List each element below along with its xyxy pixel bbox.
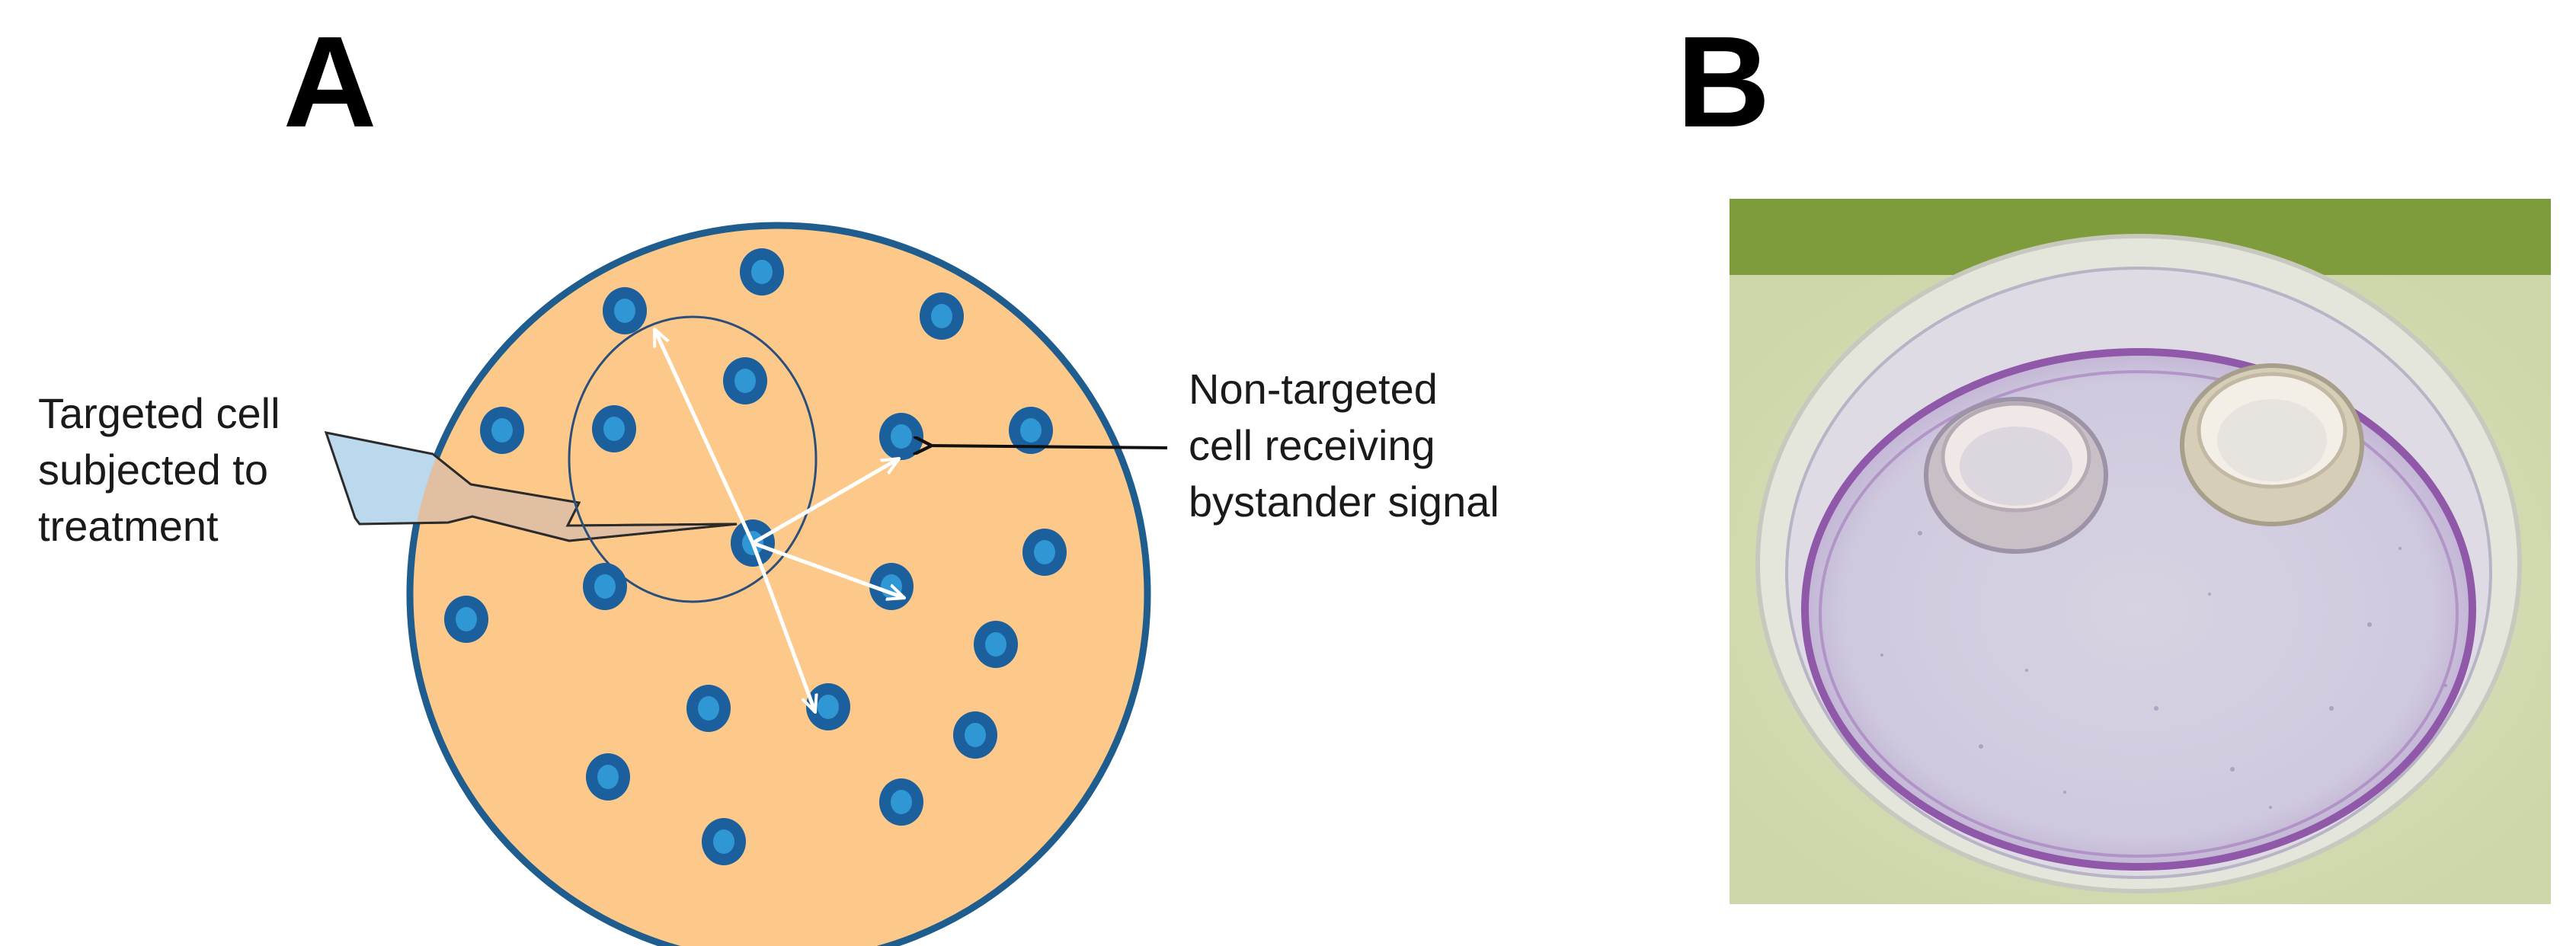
targeted-cell-annotation: Targeted cell subjected to treatment	[38, 389, 292, 550]
cell	[953, 711, 997, 759]
bystander-signal-arrows	[652, 329, 904, 712]
non-targeted-cell-annotation: Non-targeted cell receiving bystander si…	[1189, 365, 1499, 526]
cell	[583, 563, 627, 610]
signal-arrow	[752, 541, 904, 598]
panel-b-label: B	[1677, 10, 1771, 155]
dish-circle	[406, 222, 1151, 946]
bystander-radius-ellipse	[568, 315, 818, 603]
signal-arrow	[652, 329, 755, 545]
cloning-ring-right	[2180, 363, 2364, 526]
cell	[974, 621, 1018, 668]
cell	[920, 292, 964, 340]
non-targeted-pointer-arrow	[928, 446, 1168, 448]
cell	[1009, 407, 1053, 454]
cell	[740, 248, 784, 296]
cell	[879, 778, 923, 826]
petri-dish-photo	[1730, 199, 2551, 904]
cells	[444, 248, 1067, 865]
cell	[592, 405, 636, 452]
treatment-beam	[324, 431, 738, 542]
non-targeted-cell	[879, 413, 923, 460]
cloning-ring-left	[1924, 397, 2108, 554]
cell	[586, 753, 630, 801]
culture-dish	[406, 222, 1151, 946]
cell	[480, 407, 524, 454]
cell	[603, 287, 647, 334]
signal-arrow	[750, 542, 815, 712]
cell	[1022, 529, 1067, 576]
cell	[686, 685, 731, 732]
cell	[723, 357, 767, 404]
cell	[702, 818, 746, 865]
stained-plate	[1801, 348, 2476, 871]
cell	[444, 596, 488, 643]
panel-a-label: A	[283, 10, 377, 155]
signal-arrow	[751, 456, 899, 545]
